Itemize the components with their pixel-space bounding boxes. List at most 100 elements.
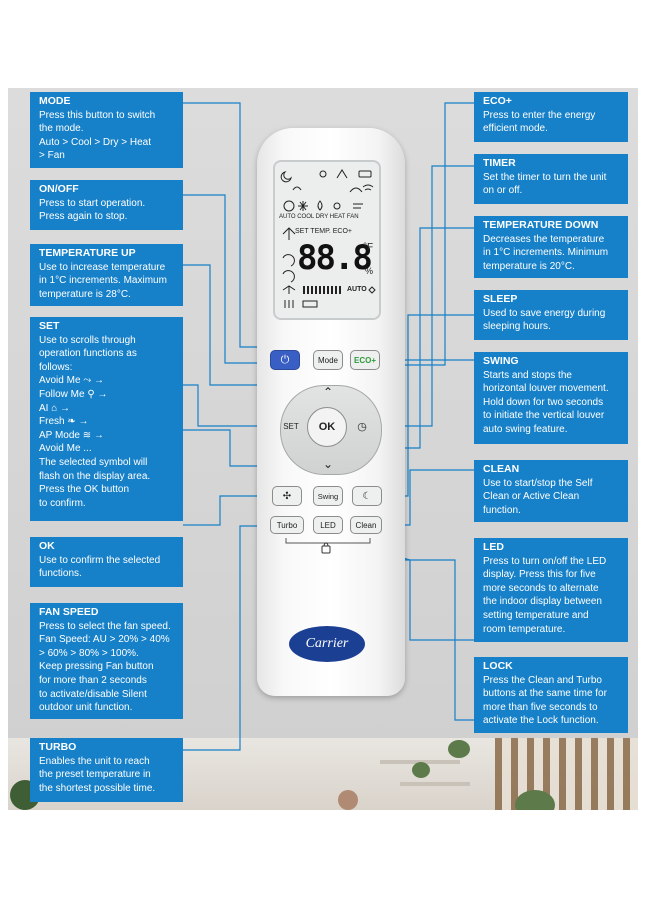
callout-text: Decreases the temperature in 1°C increme… [483,233,609,272]
clean-button[interactable]: Clean [350,516,382,534]
lock-bracket [285,538,371,554]
bar-mark [331,286,333,294]
plant-icon [448,740,470,758]
callout-text: Press the Clean and Turbo buttons at the… [483,674,607,727]
fan-icon: ✣ [282,490,292,502]
auto-mode-icon [283,200,295,212]
follow-me-icon [319,170,327,178]
callout-sleep: SLEEP Used to save energy during sleepin… [474,290,628,340]
carrier-logo: Carrier [289,626,365,662]
callout-title: SLEEP [483,293,518,305]
callout-text: Used to save energy during sleeping hour… [483,307,606,333]
callout-text: Enables the unit to reach the preset tem… [39,755,156,794]
chevron-up-icon: ⌃ [322,385,334,399]
temp-down-button[interactable]: ⌄ [315,455,341,473]
callout-text: Use to increase temperature in 1°C incre… [39,261,167,300]
lcd-icons [280,169,376,308]
callout-title: LOCK [483,660,513,672]
fan-mode-icon [353,203,363,209]
callout-title: SET [39,320,60,332]
lock-shackle [323,542,329,547]
fresh-icon [349,187,363,193]
sleep-icon: ☾ [362,490,372,502]
callout-turbo: TURBO Enables the unit to reach the pres… [30,738,183,802]
bar-mark [307,286,309,294]
callout-text: Press to turn on/off the LED display. Pr… [483,555,607,635]
temp-up-button[interactable]: ⌃ [315,383,341,401]
fan-speed-button[interactable]: ✣ [272,486,302,506]
bar-mark [311,286,313,294]
callout-text: Press to start operation. Press again to… [39,197,146,223]
led-button[interactable]: LED [313,516,343,534]
callout-led: LED Press to turn on/off the LED display… [474,538,628,642]
power-icon: ⏻ [280,353,290,366]
lcd-unit-pct: % [365,266,374,276]
bar-mark [335,286,337,294]
eco-button[interactable]: ECO+ [350,350,380,370]
callout-title: LED [483,541,504,553]
callout-text: Use to confirm the selected functions. [39,554,161,580]
callout-title: TEMPERATURE UP [39,247,136,259]
callout-mode: MODE Press this button to switch the mod… [30,92,183,168]
callout-title: ON/OFF [39,183,79,195]
callout-onoff: ON/OFF Press to start operation. Press a… [30,180,183,230]
callout-text: Set the timer to turn the unit on or off… [483,171,607,197]
lcd-set-temp: SET TEMP. ECO+ [295,228,352,235]
callout-temp-up: TEMPERATURE UP Use to increase temperatu… [30,244,183,306]
timer-off-icon [282,270,295,283]
mode-button[interactable]: Mode [313,350,343,370]
callout-eco: ECO+ Press to enter the energy efficient… [474,92,628,142]
fan-speed-icon [284,300,294,308]
callout-set: SET Use to scrolls through operation fun… [30,317,183,521]
bottom-margin [8,810,638,900]
set-button[interactable]: SET [283,421,299,431]
callout-fan-speed: FAN SPEED Press to select the fan speed.… [30,603,183,719]
callout-temp-down: TEMPERATURE DOWN Decreases the temperatu… [474,216,628,278]
heat-mode-icon [333,202,341,210]
avoid-me-icon [336,169,348,179]
bar-mark [339,286,341,294]
callout-text: Press to enter the energy efficient mode… [483,109,596,135]
callout-text: Starts and stops the horizontal louver m… [483,369,609,435]
chevron-down-icon: ⌄ [322,457,334,471]
callout-title: CLEAN [483,463,520,475]
line-eco [380,102,474,366]
gear-icon [368,286,376,294]
turbo-button[interactable]: Turbo [270,516,304,534]
lock-icon [321,545,331,554]
shelf [400,782,470,786]
ok-button[interactable]: OK [307,407,347,447]
lcd-unit-f: °F [363,242,374,253]
callout-ok: OK Use to confirm the selected functions… [30,537,183,587]
callout-swing: SWING Starts and stops the horizontal lo… [474,352,628,444]
callout-title: TURBO [39,741,77,753]
person-icon [338,790,358,810]
line-onoff [183,194,276,364]
callout-text: Use to scrolls through operation functio… [39,334,151,509]
timer-button[interactable]: ◷ [351,417,373,435]
wifi-icon [362,184,374,191]
callout-clean: CLEAN Use to start/stop the Self Clean o… [474,460,628,522]
line-fan [183,495,278,526]
swing-button[interactable]: Swing [313,486,343,506]
sleep-button[interactable]: ☾ [352,486,382,506]
line-set [183,384,278,427]
bar-mark [303,286,305,294]
battery-icon [358,170,372,178]
bar-mark [323,286,325,294]
callout-title: FAN SPEED [39,606,99,618]
timer-icon [282,254,295,267]
dry-mode-icon [317,200,323,211]
callout-title: OK [39,540,55,552]
bar-mark [319,286,321,294]
fan-icon [282,285,296,294]
callout-text: Use to start/stop the Self Clean or Acti… [483,477,593,516]
lcd-auto: AUTO [347,286,367,293]
cool-mode-icon [298,201,308,211]
bar-mark [315,286,317,294]
swing-icon [302,300,318,308]
power-button[interactable]: ⏻ [270,350,300,370]
lcd-digits: 88.8 [297,238,373,278]
callout-title: SWING [483,355,519,367]
callout-timer: TIMER Set the timer to turn the unit on … [474,154,628,204]
